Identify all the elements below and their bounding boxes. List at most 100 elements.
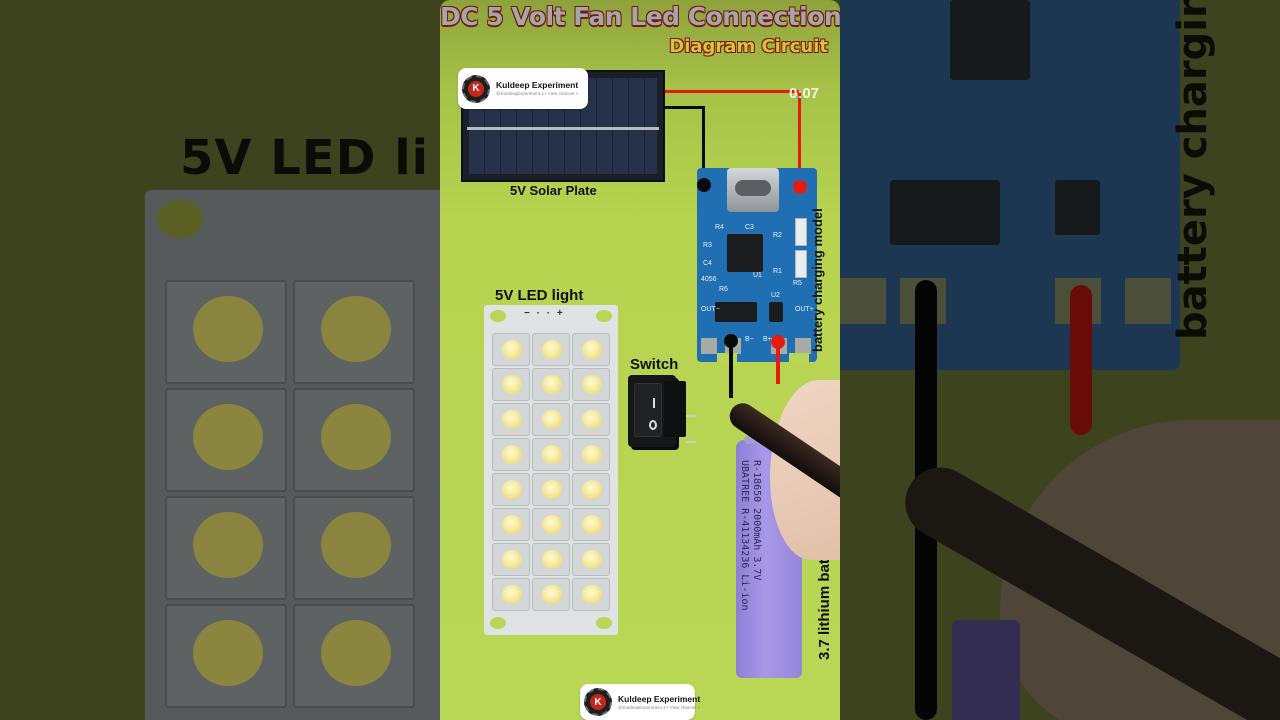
- channel-logo-letter: K: [590, 694, 606, 710]
- led: [492, 578, 530, 611]
- led-light-label: 5V LED light: [495, 287, 584, 304]
- led: [572, 368, 610, 401]
- switch-body-side: [664, 381, 686, 437]
- battery-black-wire: [729, 340, 733, 398]
- video-subtitle: Diagram Circuit: [669, 36, 828, 57]
- switch-label: Switch: [630, 356, 679, 373]
- pcb-notch: [789, 353, 809, 363]
- background-led: [293, 496, 415, 600]
- led: [572, 543, 610, 576]
- background-pcb: [840, 0, 1180, 370]
- led: [532, 508, 570, 541]
- led: [572, 403, 610, 436]
- led: [572, 578, 610, 611]
- label-c4: C4: [703, 260, 712, 267]
- mounting-hole: [596, 617, 612, 629]
- led: [532, 403, 570, 436]
- off-symbol-icon: [649, 420, 657, 430]
- background-led: [165, 496, 287, 600]
- background-led: [165, 604, 287, 708]
- led-polarity-marking: − · · +: [524, 308, 565, 319]
- channel-avatar: K: [462, 74, 490, 103]
- out-minus-pad: [701, 338, 717, 354]
- label-out-plus: OUT+: [795, 306, 814, 313]
- background-chip: [890, 180, 1000, 245]
- mounting-hole: [490, 310, 506, 322]
- battery-red-wire: [776, 342, 780, 384]
- video-timestamp: 0:07: [789, 85, 820, 102]
- led-board: − · · +: [484, 305, 618, 635]
- led: [492, 368, 530, 401]
- charging-module: R4 C3 R3 C4 4056 R2 R1 R5 R6 U1 U2 OUT− …: [697, 168, 817, 363]
- label-u1: U1: [753, 272, 762, 279]
- channel-watermark-top[interactable]: K Kuldeep Experiment @KuldeepExperiment.…: [458, 68, 588, 109]
- led: [572, 333, 610, 366]
- battery-print: R-18650 2000mAh 3.7V UBATREE R-41134236 …: [739, 460, 762, 611]
- led: [532, 438, 570, 471]
- charger-ic: [727, 234, 763, 272]
- channel-handle: @KuldeepExperiment.1 • View channel >: [496, 91, 579, 96]
- label-r6: R6: [719, 286, 728, 293]
- status-led: [795, 218, 807, 246]
- label-c3: C3: [745, 224, 754, 231]
- label-b-minus: B−: [745, 336, 754, 343]
- led: [532, 543, 570, 576]
- background-led: [165, 280, 287, 384]
- channel-avatar: K: [584, 688, 612, 716]
- solar-busbar: [467, 127, 659, 130]
- led: [532, 578, 570, 611]
- label-r4: R4: [715, 224, 724, 231]
- led: [492, 403, 530, 436]
- charging-module-label: battery charging model: [810, 208, 825, 352]
- switch-rocker: [634, 383, 662, 437]
- blurred-background-left: 5V LED li: [0, 0, 440, 720]
- led: [532, 333, 570, 366]
- led: [532, 473, 570, 506]
- solar-negative-solder: [697, 178, 711, 192]
- switch-pin: [686, 415, 696, 417]
- usb-c-port: [727, 168, 779, 212]
- status-led: [795, 250, 807, 278]
- mounting-hole: [490, 617, 506, 629]
- channel-name: Kuldeep Experiment: [496, 80, 579, 90]
- black-wire-solar-drop: [702, 106, 705, 184]
- pcb-notch: [717, 353, 737, 363]
- red-wire-solar-drop: [798, 90, 801, 186]
- background-vertical-label: battery chargin: [1170, 0, 1216, 340]
- rocker-switch: [628, 375, 696, 447]
- background-led: [293, 280, 415, 384]
- black-wire-solar: [665, 106, 705, 109]
- red-wire-solar: [665, 90, 801, 93]
- channel-name: Kuldeep Experiment: [618, 693, 701, 704]
- label-u2: U2: [771, 292, 780, 299]
- led: [572, 438, 610, 471]
- out-plus-pad: [795, 338, 811, 354]
- led-grid: [492, 333, 610, 611]
- channel-watermark-bottom[interactable]: K Kuldeep Experiment @KuldeepExperiment.…: [580, 684, 700, 720]
- led: [492, 508, 530, 541]
- led: [572, 508, 610, 541]
- video-title: DC 5 Volt Fan Led Connection: [440, 2, 840, 31]
- label-out-minus: OUT−: [701, 306, 720, 313]
- led: [492, 543, 530, 576]
- switch-pin: [686, 441, 696, 443]
- solar-positive-solder: [793, 180, 807, 194]
- mounting-hole: [157, 200, 203, 238]
- background-battery: [952, 620, 1020, 720]
- mounting-hole: [596, 310, 612, 322]
- led: [492, 438, 530, 471]
- label-chip: 4056: [701, 276, 717, 283]
- label-b-plus: B+: [763, 336, 772, 343]
- protection-ic: [715, 302, 757, 322]
- blurred-background-right: battery chargin: [840, 0, 1280, 720]
- channel-logo-letter: K: [468, 80, 484, 97]
- background-red-wire: [1070, 285, 1092, 435]
- background-chip: [950, 0, 1030, 80]
- background-pad: [1125, 278, 1171, 324]
- mosfet-ic: [769, 302, 783, 322]
- background-led: [165, 388, 287, 492]
- background-pad: [840, 278, 886, 324]
- label-r1: R1: [773, 268, 782, 275]
- solar-plate-label: 5V Solar Plate: [510, 183, 597, 198]
- video-player[interactable]: DC 5 Volt Fan Led Connection Diagram Cir…: [440, 0, 840, 720]
